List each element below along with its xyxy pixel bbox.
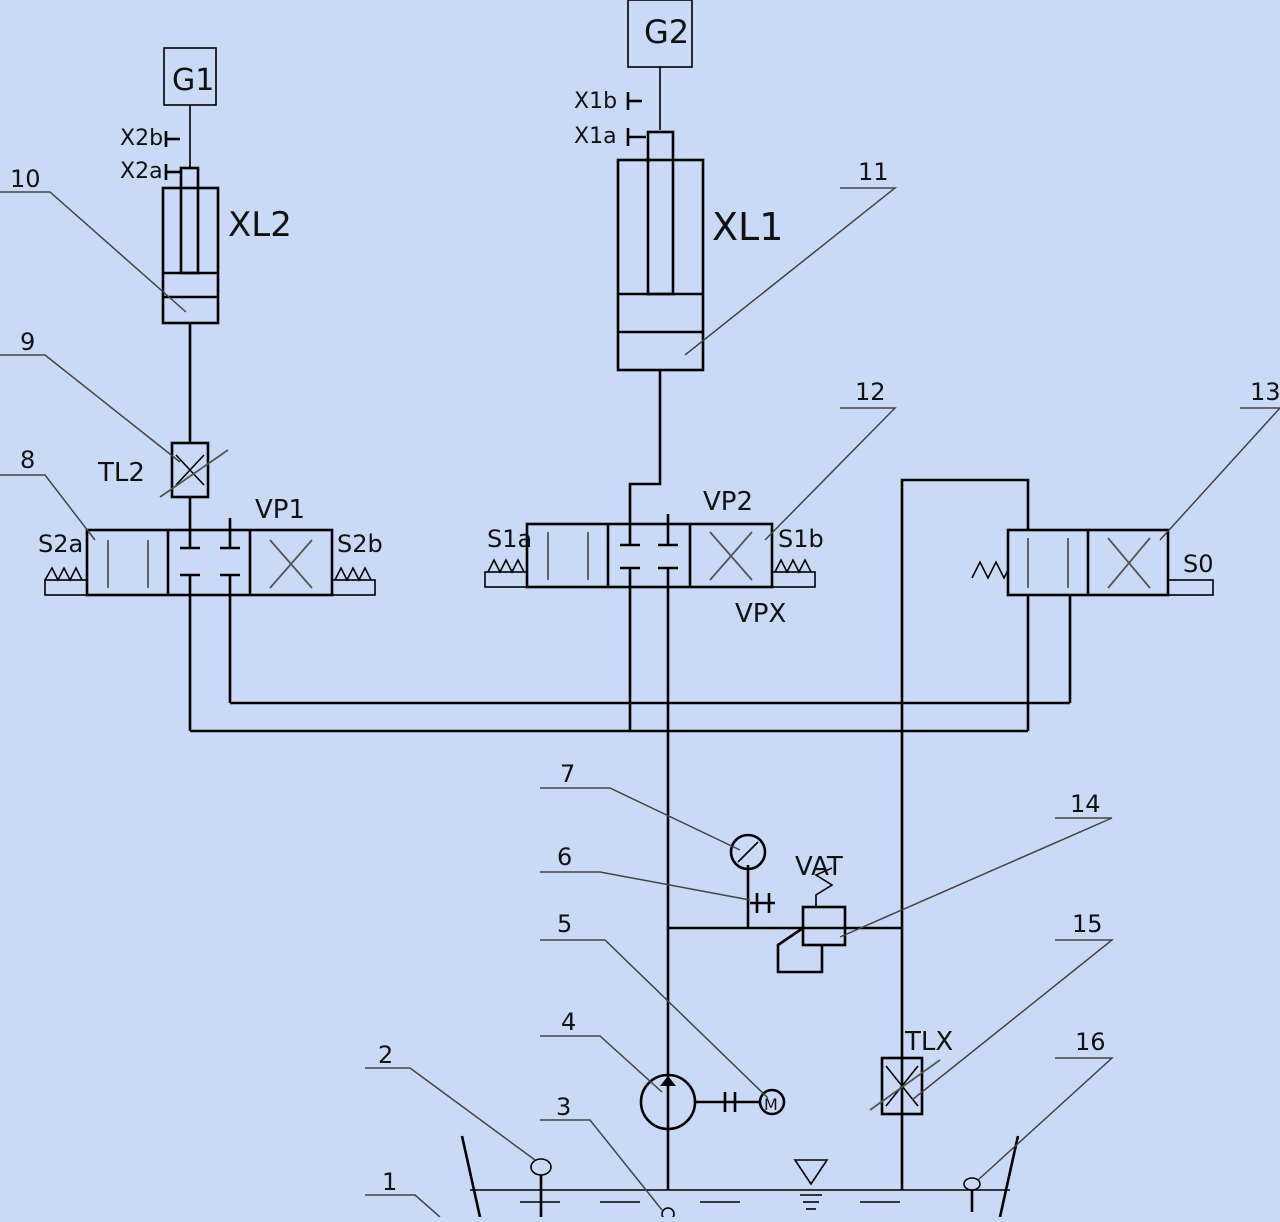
callout-3: 3: [540, 1093, 663, 1211]
svg-text:S1b: S1b: [778, 525, 824, 553]
cylinder-xl1-label: XL1: [712, 205, 783, 249]
svg-text:16: 16: [1075, 1028, 1106, 1056]
oil-tank: [460, 1135, 1020, 1221]
svg-text:11: 11: [858, 158, 889, 186]
svg-text:6: 6: [557, 843, 572, 871]
valve-vpx-label: VPX: [735, 599, 786, 629]
solenoid-s1a: S1a: [484, 525, 532, 588]
svg-text:X2b: X2b: [120, 126, 163, 151]
svg-text:10: 10: [10, 165, 41, 193]
cylinder-xl2: XL2: [161, 166, 292, 325]
throttle-valve-tlx: TLX: [869, 1027, 953, 1116]
callout-12: 12: [764, 378, 897, 541]
relief-valve-vat: VAT: [776, 852, 847, 974]
solenoid-s1b: S1b: [771, 525, 824, 588]
limit-switch-x1a: X1a: [574, 124, 646, 149]
limit-switch-x2b: X2b: [120, 126, 180, 151]
pipe-network: [188, 478, 1072, 1190]
directional-valve-vp2: VP2 VPX: [525, 487, 786, 629]
svg-text:12: 12: [855, 378, 886, 406]
limit-switch-x1b: X1b: [574, 89, 642, 114]
callout-7: 7: [540, 760, 741, 851]
cylinder-xl2-label: XL2: [228, 205, 292, 245]
directional-valve-vpx: [971, 528, 1170, 597]
svg-text:X1b: X1b: [574, 89, 617, 114]
callout-9: 9: [0, 328, 181, 463]
svg-text:X1a: X1a: [574, 124, 617, 149]
callout-2: 2: [365, 1041, 536, 1161]
callout-13: 13: [1159, 378, 1280, 541]
svg-text:S2b: S2b: [337, 530, 383, 558]
gauge-cock: [750, 893, 775, 913]
solenoid-s2b: S2b: [331, 530, 383, 596]
valve-vp1-label: VP1: [255, 495, 305, 525]
callout-1: 1: [365, 1168, 441, 1218]
throttle-valve-tl2-label: TL2: [97, 458, 145, 488]
callout-10: 10: [0, 165, 187, 313]
throttle-valve-tlx-label: TLX: [904, 1027, 953, 1057]
svg-text:5: 5: [557, 910, 572, 938]
solenoid-s0: S0: [1167, 550, 1214, 596]
relief-valve-vat-label: VAT: [795, 852, 843, 882]
callout-16: 16: [977, 1028, 1114, 1181]
svg-text:4: 4: [561, 1008, 576, 1036]
svg-text:M: M: [764, 1095, 778, 1114]
limit-switch-x2a: X2a: [120, 159, 182, 184]
svg-text:15: 15: [1072, 910, 1103, 938]
callout-15: 15: [911, 910, 1115, 1101]
throttle-valve-tl2: TL2: [97, 441, 229, 499]
svg-text:9: 9: [20, 328, 35, 356]
svg-text:2: 2: [378, 1041, 393, 1069]
sensor-g1-label: G1: [172, 63, 214, 98]
directional-valve-vp1: VP1: [85, 495, 334, 597]
svg-text:X2a: X2a: [120, 159, 163, 184]
cylinder-xl1: XL1: [616, 130, 783, 372]
svg-text:8: 8: [20, 446, 35, 474]
svg-text:S0: S0: [1183, 550, 1214, 578]
callout-14: 14: [839, 790, 1113, 938]
svg-text:S1a: S1a: [487, 525, 532, 553]
callout-6: 6: [540, 843, 751, 901]
solenoid-s2a: S2a: [38, 530, 88, 596]
sensor-g2: G2: [627, 0, 693, 68]
coupling: [695, 1092, 760, 1112]
sensor-g1: G1: [163, 47, 217, 106]
sensor-g2-label: G2: [644, 13, 689, 51]
svg-text:13: 13: [1250, 378, 1280, 406]
svg-text:3: 3: [556, 1093, 571, 1121]
svg-text:S2a: S2a: [38, 530, 83, 558]
valve-vp2-label: VP2: [703, 487, 753, 517]
callout-11: 11: [684, 158, 898, 356]
svg-text:7: 7: [560, 760, 575, 788]
pressure-gauge: [729, 833, 767, 871]
callout-5: 5: [540, 910, 769, 1099]
svg-text:1: 1: [382, 1168, 397, 1196]
svg-text:14: 14: [1070, 790, 1101, 818]
callout-4: 4: [540, 1008, 663, 1093]
electric-motor: M: [758, 1088, 786, 1116]
callout-8: 8: [0, 446, 96, 541]
